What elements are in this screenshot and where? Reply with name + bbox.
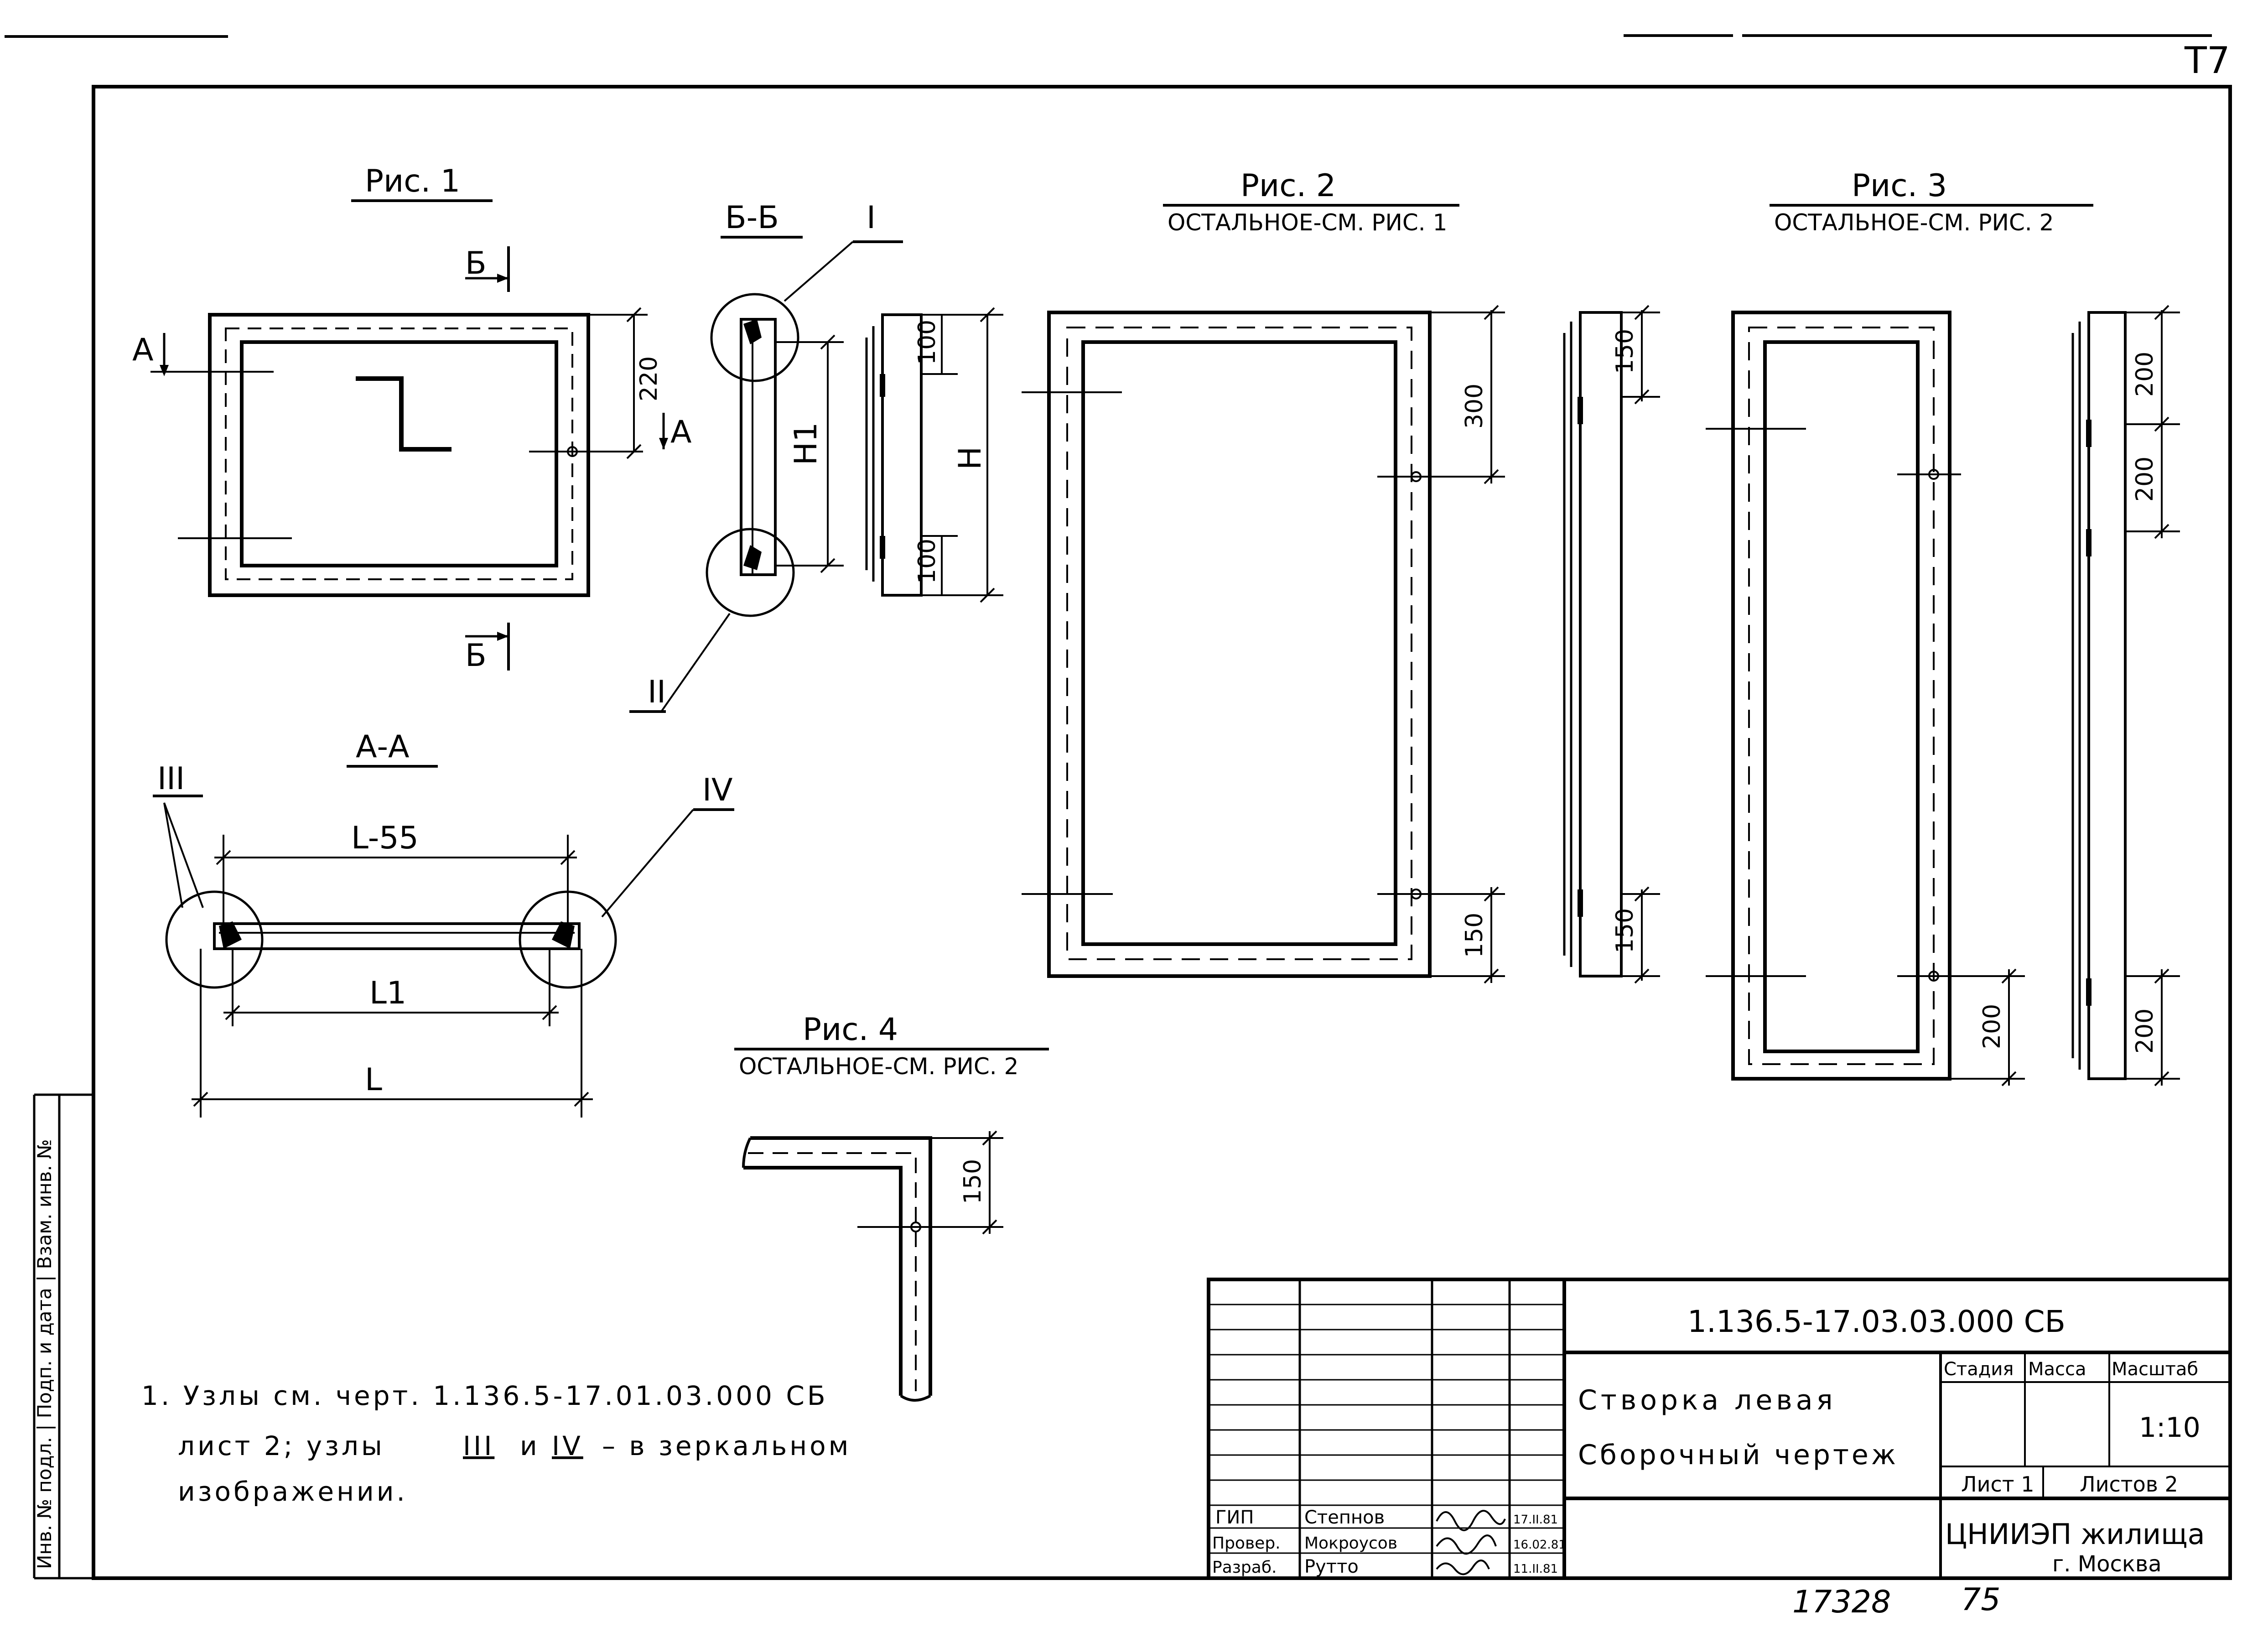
signer-date-1: 17.II.81 (1513, 1513, 1558, 1527)
bb-dim-top: 100 (913, 320, 941, 365)
signer-name-2: Мокроусов (1304, 1534, 1397, 1553)
org-name: ЦНИИЭП жилища (1945, 1518, 2205, 1551)
fig2-side-150-top: 150 (1611, 329, 1639, 374)
title-block-text: 1.136.5-17.03.03.000 СБ Створка левая Сб… (1212, 1304, 2205, 1577)
bb-node-1: I (867, 200, 876, 236)
bb-h1: H1 (788, 422, 824, 465)
fig3-side-200-bottom: 200 (2131, 1008, 2159, 1054)
fig1-section-b-bottom: Б (465, 638, 487, 674)
fig4-title: Рис. 4 (803, 1012, 898, 1048)
note-line-2b: – в зеркальном (602, 1430, 851, 1461)
fig2-side-150-bottom: 150 (1611, 908, 1639, 953)
fig2-dim-150: 150 (1461, 913, 1488, 958)
page-number: 75 (1961, 1582, 2001, 1618)
fig4-dim-150: 150 (959, 1159, 986, 1204)
left-side-strip (33, 1093, 93, 1580)
drawing-frame (92, 85, 2232, 1580)
note-line-2-n4: IV (552, 1430, 583, 1461)
aa-node-4: IV (702, 772, 733, 808)
sheets-label: Листов 2 (2080, 1472, 2178, 1497)
fig1-section-a-left: А (132, 332, 154, 368)
inventory-number: 17328 (1792, 1584, 1891, 1620)
fig3: Рис. 3 ОСТАЛЬНОЕ-СМ. РИС. 2 200 (1706, 168, 2180, 1086)
aa-title: А-А (356, 729, 410, 765)
org-city: г. Москва (2052, 1551, 2162, 1577)
aa-node-3: III (157, 761, 185, 797)
notes: 1. Узлы см. черт. 1.136.5-17.01.03.000 С… (141, 1380, 851, 1507)
fig3-side-200-top: 200 (2131, 352, 2159, 397)
note-line-3: изображении. (178, 1476, 408, 1507)
section-aa: А-А III IV L-55 L1 L (153, 729, 734, 1118)
signer-name-1: Степнов (1304, 1507, 1385, 1528)
drawing-name-2: Сборочный чертеж (1578, 1439, 1899, 1471)
signature-2 (1436, 1534, 1497, 1555)
fig2-dim-300: 300 (1461, 384, 1488, 429)
scale-value: 1:10 (2139, 1412, 2201, 1444)
drawing-code: 1.136.5-17.03.03.000 СБ (1687, 1304, 2066, 1339)
sheet-label: Лист 1 (1961, 1472, 2034, 1497)
signature-3 (1436, 1559, 1490, 1575)
signer-role-3: Разраб. (1212, 1558, 1277, 1577)
fig1-section-b-top: Б (465, 245, 487, 281)
section-bb: Б-Б I II H1 (629, 200, 1003, 713)
drawing-name-1: Створка левая (1578, 1384, 1837, 1416)
signer-date-2: 16.02.81 (1513, 1538, 1566, 1552)
note-line-2-and: и (520, 1430, 540, 1461)
fig3-side-200-mid: 200 (2131, 457, 2159, 502)
note-line-1: 1. Узлы см. черт. 1.136.5-17.01.03.000 С… (141, 1380, 828, 1411)
title-block (1207, 1278, 2232, 1580)
aa-dim-l: L (365, 1062, 382, 1098)
bb-dim-bottom: 100 (913, 539, 941, 584)
corner-mark: Т7 (2184, 39, 2230, 82)
fig1-dim-220: 220 (635, 356, 663, 401)
signer-role-1: ГИП (1215, 1507, 1254, 1528)
signer-name-3: Рутто (1304, 1556, 1359, 1577)
aa-dim-l55: L-55 (351, 820, 419, 856)
stage-header: Стадия (1944, 1359, 2014, 1380)
signature-1 (1436, 1510, 1506, 1531)
scale-header: Масштаб (2112, 1359, 2198, 1380)
fig2-title: Рис. 2 (1240, 168, 1336, 204)
fig1: Рис. 1 220 А А Б Б (132, 163, 692, 674)
fig3-title: Рис. 3 (1852, 168, 1947, 204)
aa-dim-l1: L1 (369, 975, 406, 1011)
fig1-title: Рис. 1 (365, 163, 460, 199)
fig4: Рис. 4 ОСТАЛЬНОЕ-СМ. РИС. 2 150 (734, 1012, 1049, 1402)
fig3-dim-200: 200 (1978, 1004, 2006, 1049)
signer-role-2: Провер. (1212, 1534, 1281, 1553)
mass-header: Масса (2028, 1359, 2086, 1380)
note-line-2a: лист 2; узлы (178, 1430, 385, 1461)
fig2: Рис. 2 ОСТАЛЬНОЕ-СМ. РИС. 1 300 150 (1022, 168, 1660, 984)
bb-title: Б-Б (725, 200, 779, 236)
signer-date-3: 11.II.81 (1513, 1562, 1558, 1576)
side-strip-label: Инв. № подл. | Подп. и дата | Взам. инв.… (33, 1139, 56, 1569)
note-line-2-n3: III (463, 1430, 494, 1461)
fig4-subtitle: ОСТАЛЬНОЕ-СМ. РИС. 2 (739, 1053, 1018, 1080)
fig1-section-a-right: А (670, 414, 692, 450)
bb-h: H (952, 447, 988, 470)
fig3-subtitle: ОСТАЛЬНОЕ-СМ. РИС. 2 (1774, 209, 2054, 236)
bb-node-2: II (648, 674, 666, 710)
fig2-subtitle: ОСТАЛЬНОЕ-СМ. РИС. 1 (1168, 209, 1447, 236)
